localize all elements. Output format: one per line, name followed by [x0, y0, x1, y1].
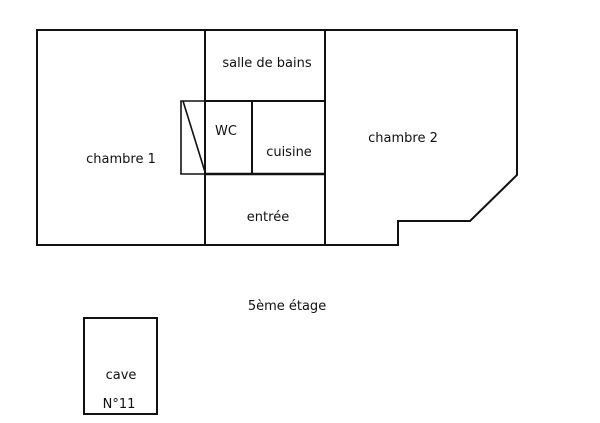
room-label-entree: entrée — [247, 210, 289, 225]
stair-diagonal — [182, 100, 206, 173]
room-label-cuisine: cuisine — [266, 145, 312, 160]
room-label-chambre-1: chambre 1 — [86, 152, 156, 167]
cellar-outline — [83, 317, 158, 415]
apartment-outline — [36, 29, 518, 246]
room-label-salle-de-bains: salle de bains — [222, 56, 312, 71]
room-label-chambre-2: chambre 2 — [368, 131, 438, 146]
room-label-wc: WC — [215, 124, 237, 139]
stair-box — [180, 100, 205, 175]
cellar-label: cave — [106, 368, 137, 383]
floor-caption: 5ème étage — [248, 299, 326, 314]
cellar-number: N°11 — [103, 397, 136, 412]
